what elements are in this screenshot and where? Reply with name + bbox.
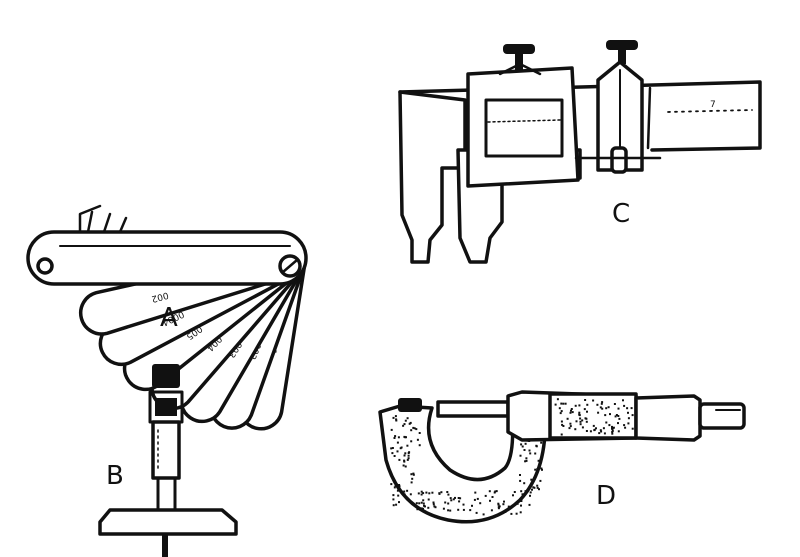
micrometer-anvil: [398, 398, 422, 412]
feeler-gauge-handle: [26, 204, 308, 286]
label-b: B: [106, 461, 124, 491]
feeler-blade-mark: 002: [150, 289, 169, 303]
label-c: C: [612, 199, 630, 229]
depth-rod: [162, 534, 168, 557]
handle-rivet-left: [36, 257, 54, 275]
micrometer-thimble: [634, 394, 702, 442]
caliper-beam: [398, 80, 762, 152]
micrometer: D: [378, 390, 746, 524]
slider-lock-screw: [498, 44, 542, 76]
fine-adjust-clamp: [574, 40, 662, 174]
depth-gauge-base: [98, 508, 238, 536]
vernier-caliper: 7 C: [398, 40, 762, 264]
micrometer-spindle: [436, 400, 510, 418]
micrometer-ratchet: [698, 402, 746, 430]
depth-gauge: B: [98, 364, 238, 557]
label-d: D: [596, 481, 616, 511]
svg-text:7: 7: [710, 100, 716, 110]
caliper-fixed-jaw: [398, 90, 467, 264]
label-a: A: [160, 303, 178, 333]
